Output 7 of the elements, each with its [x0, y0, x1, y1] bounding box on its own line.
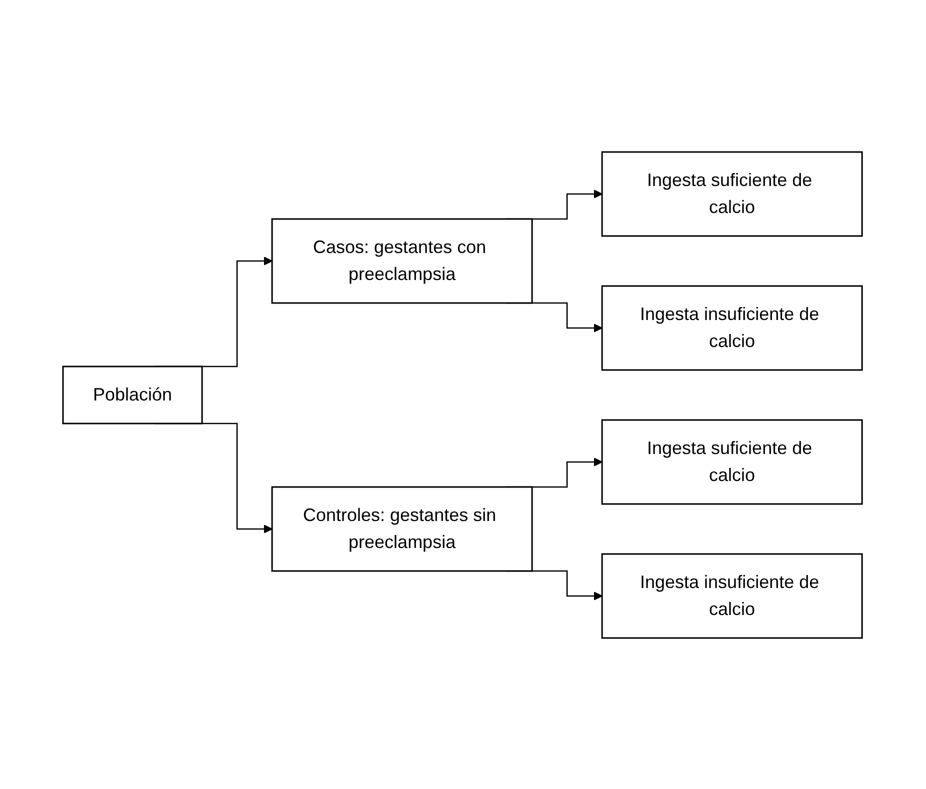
- node-box: Casos: gestantes con preeclampsia: [272, 218, 534, 304]
- node-box: Ingesta suficiente de calcio: [602, 418, 864, 504]
- node-box: Ingesta suficiente de calcio: [602, 150, 864, 236]
- node-box: Controles: gestantes sin preeclampsia: [272, 486, 534, 572]
- node-box: Ingesta insuficiente de calcio: [602, 552, 864, 638]
- node-box: Población: [62, 365, 204, 424]
- node-box: Ingesta insuficiente de calcio: [602, 284, 864, 370]
